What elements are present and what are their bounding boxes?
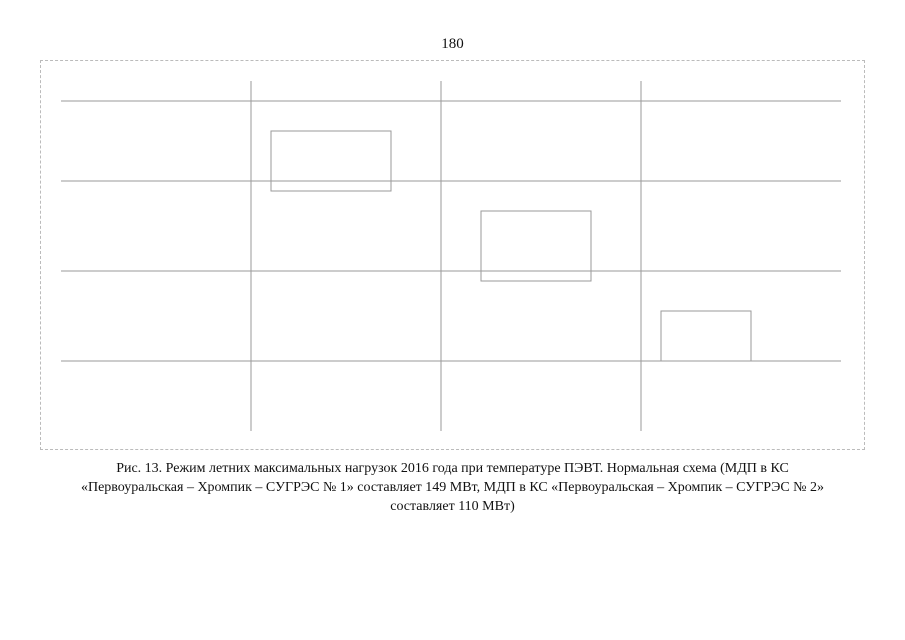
- figure-caption: Рис. 13. Режим летних максимальных нагру…: [80, 461, 825, 514]
- power-grid-schematic: [40, 60, 865, 450]
- page-number: 180: [441, 36, 464, 52]
- schematic-placeholder-lines: [61, 81, 841, 431]
